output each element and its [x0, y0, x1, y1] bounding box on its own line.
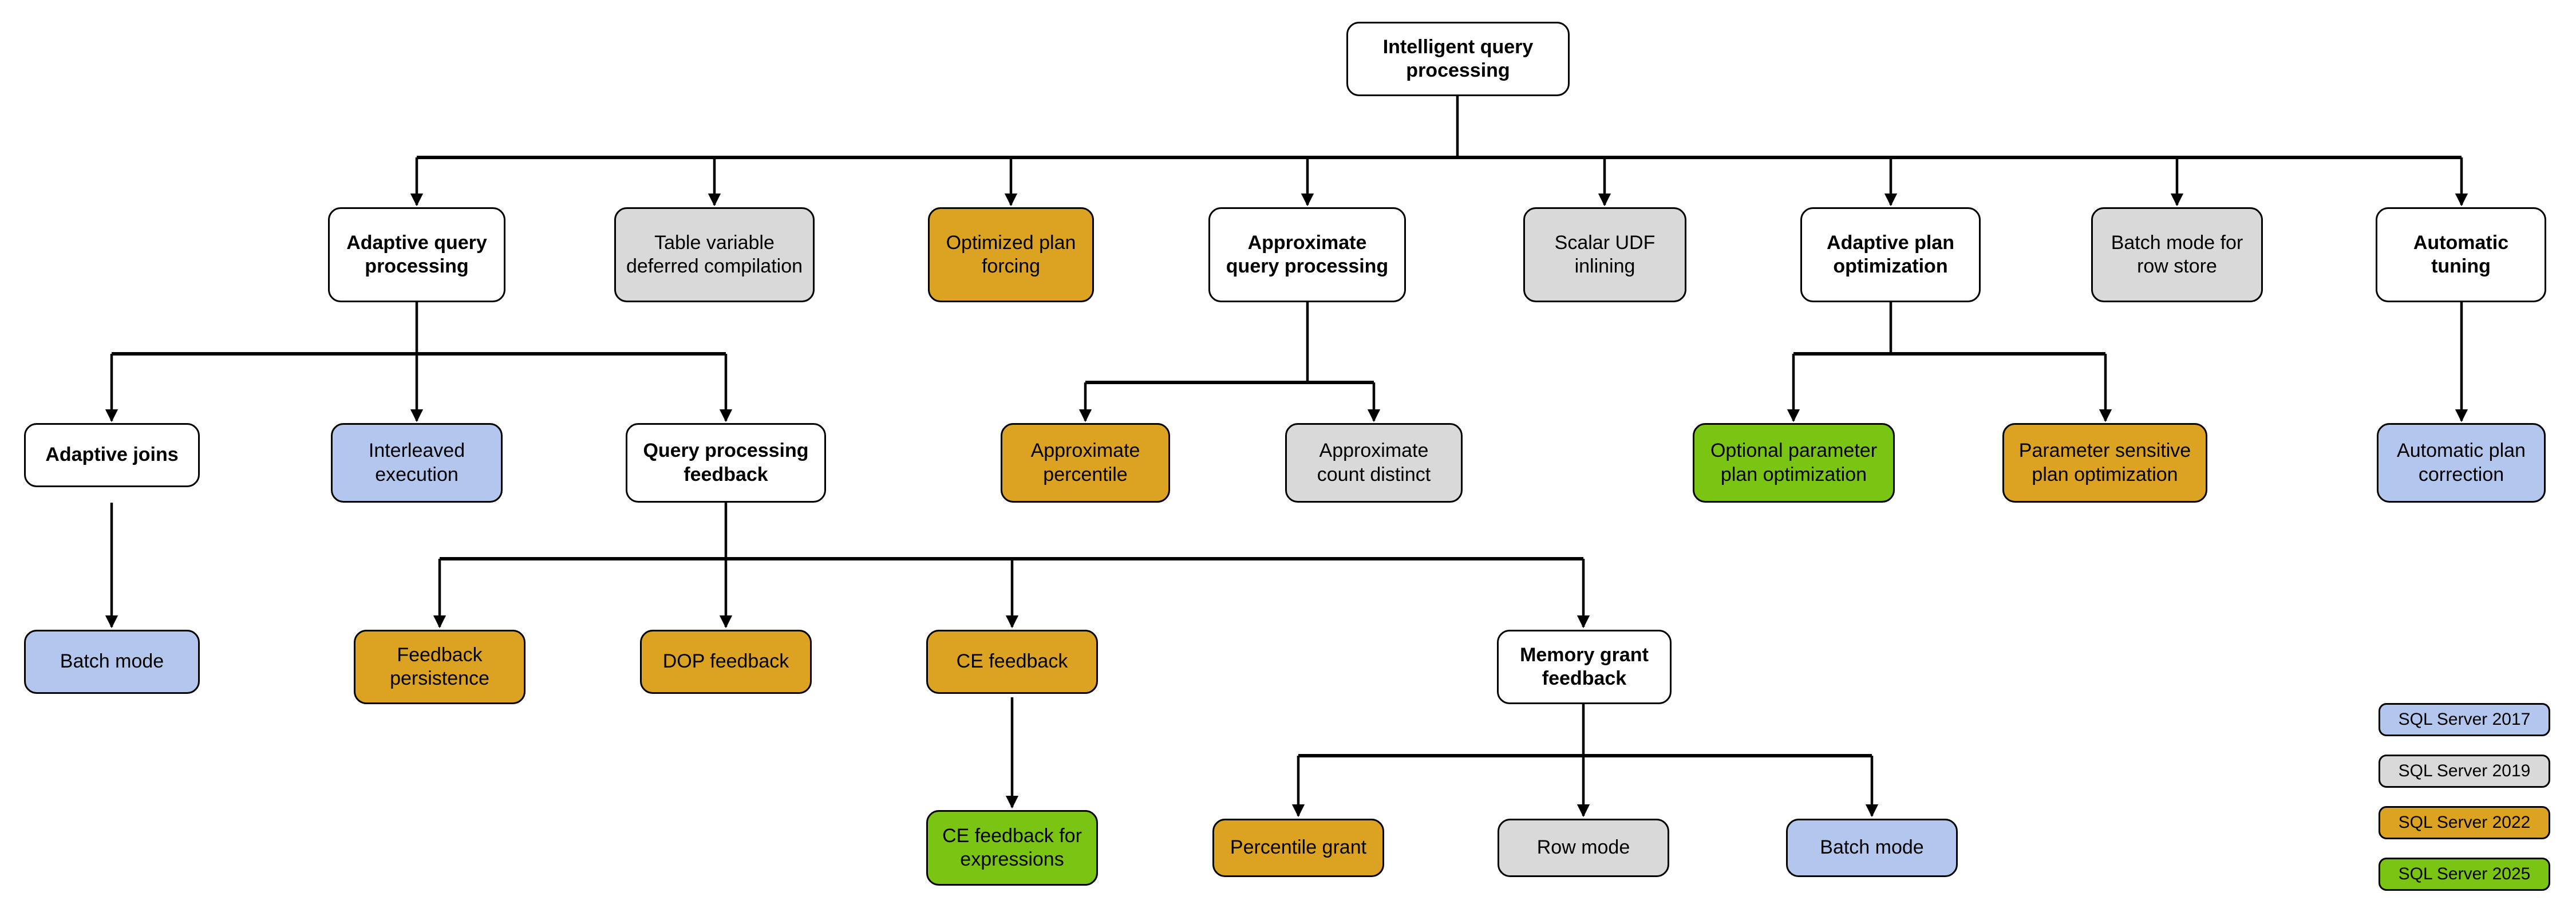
- node-adaptive-query-processing[interactable]: Adaptive query processing: [328, 207, 505, 302]
- node-memory-grant-feedback[interactable]: Memory grant feedback: [1497, 630, 1672, 704]
- node-optimized-plan-forcing[interactable]: Optimized plan forcing: [928, 207, 1094, 302]
- node-approximate-query-processing[interactable]: Approximate query processing: [1208, 207, 1406, 302]
- node-dop-feedback[interactable]: DOP feedback: [640, 630, 812, 694]
- node-batch-mode-adaptive-joins[interactable]: Batch mode: [24, 630, 200, 694]
- node-parameter-sensitive-plan-optimization[interactable]: Parameter sensitive plan optimization: [2002, 423, 2207, 503]
- legend-item-sql-server-2019: SQL Server 2019: [2379, 755, 2550, 788]
- node-batch-mode-for-row-store[interactable]: Batch mode for row store: [2091, 207, 2263, 302]
- node-optional-parameter-plan-optimization[interactable]: Optional parameter plan optimization: [1693, 423, 1895, 503]
- legend-item-sql-server-2025: SQL Server 2025: [2379, 858, 2550, 891]
- node-adaptive-joins[interactable]: Adaptive joins: [24, 423, 200, 487]
- node-approximate-percentile[interactable]: Approximate percentile: [1001, 423, 1170, 503]
- node-interleaved-execution[interactable]: Interleaved execution: [331, 423, 503, 503]
- node-query-processing-feedback[interactable]: Query processing feedback: [626, 423, 826, 503]
- node-ce-feedback-for-expressions[interactable]: CE feedback for expressions: [926, 810, 1098, 886]
- node-intelligent-query-processing[interactable]: Intelligent query processing: [1346, 22, 1570, 96]
- node-batch-mode-memory-grant[interactable]: Batch mode: [1786, 819, 1958, 877]
- node-ce-feedback[interactable]: CE feedback: [926, 630, 1098, 694]
- node-approximate-count-distinct[interactable]: Approximate count distinct: [1285, 423, 1463, 503]
- node-automatic-tuning[interactable]: Automatic tuning: [2376, 207, 2546, 302]
- legend-item-sql-server-2022: SQL Server 2022: [2379, 806, 2550, 839]
- node-table-variable-deferred-compilation[interactable]: Table variable deferred compilation: [614, 207, 815, 302]
- node-row-mode[interactable]: Row mode: [1498, 819, 1669, 877]
- node-automatic-plan-correction[interactable]: Automatic plan correction: [2377, 423, 2546, 503]
- legend-item-sql-server-2017: SQL Server 2017: [2379, 703, 2550, 736]
- node-adaptive-plan-optimization[interactable]: Adaptive plan optimization: [1800, 207, 1981, 302]
- node-feedback-persistence[interactable]: Feedback persistence: [354, 630, 526, 704]
- node-scalar-udf-inlining[interactable]: Scalar UDF inlining: [1523, 207, 1686, 302]
- node-percentile-grant[interactable]: Percentile grant: [1212, 819, 1384, 877]
